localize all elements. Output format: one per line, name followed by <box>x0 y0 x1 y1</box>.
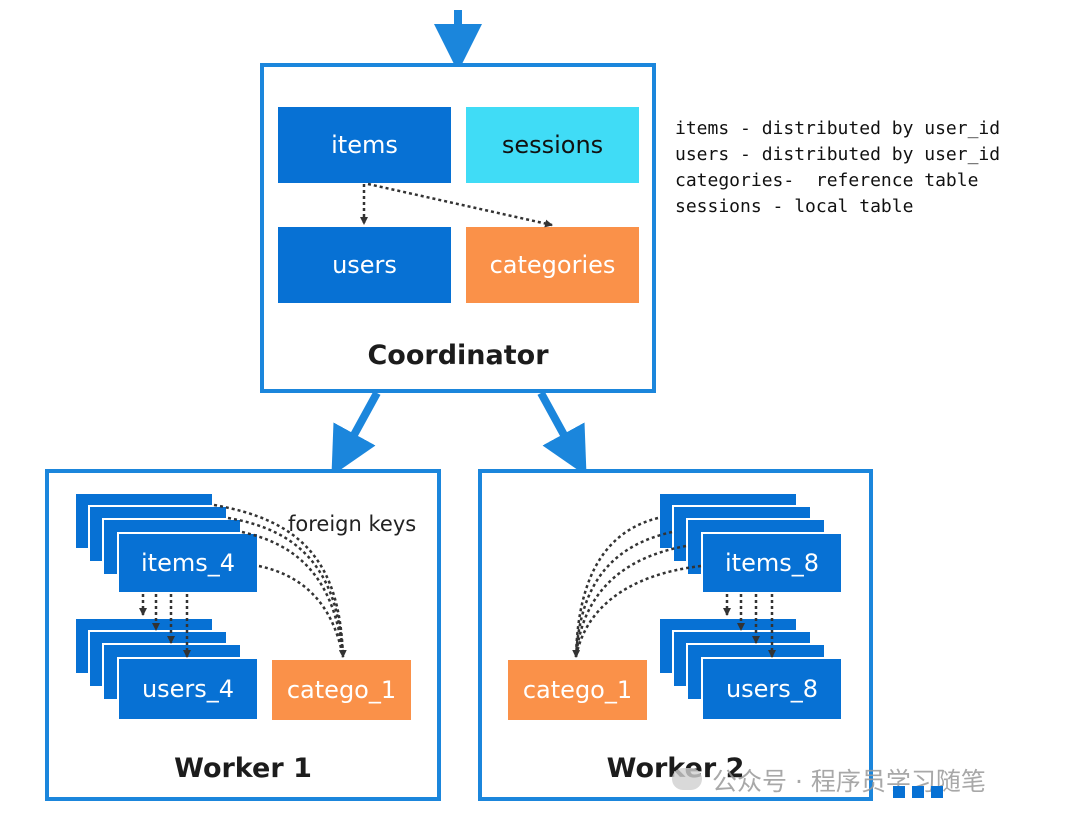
worker2-users-shard: users_8 <box>701 657 843 721</box>
w1-ref-fk <box>258 564 345 658</box>
coordinator-users-table: users <box>278 227 451 303</box>
watermark-dot <box>912 786 924 798</box>
worker1-categories-reference: catego_1 <box>272 660 411 720</box>
watermark-text: 公众号 · 程序员学习随笔 <box>712 767 986 796</box>
coordinator-to-worker1-arrow <box>331 391 381 477</box>
w1-ref-fk <box>241 530 345 658</box>
note-line: sessions - local table <box>675 196 914 217</box>
items-to-categories-fk <box>367 182 553 228</box>
note-line: items - distributed by user_id <box>675 118 1001 139</box>
worker2-categories-reference: catego_1 <box>508 660 647 720</box>
w2-ref-fk <box>574 564 702 658</box>
watermark-dot <box>931 786 943 798</box>
watermark-dot <box>893 786 905 798</box>
note-line: categories- reference table <box>675 170 979 191</box>
watermark-logo-icon <box>672 768 702 790</box>
worker1-items-shard: items_4 <box>117 532 259 594</box>
coordinator-items-table: items <box>278 107 451 183</box>
w1-ref-fk <box>227 516 345 658</box>
worker2-items-shard: items_8 <box>701 532 843 594</box>
w2-ref-fk <box>574 544 687 658</box>
coordinator-title: Coordinator <box>367 340 549 371</box>
foreign-keys-label: foreign keys <box>288 512 417 536</box>
coordinator-sessions-table: sessions <box>466 107 639 183</box>
coordinator-to-worker2-arrow <box>537 391 587 477</box>
note-line: users - distributed by user_id <box>675 144 1001 165</box>
worker1-title: Worker 1 <box>174 753 312 784</box>
w2-ref-fk <box>572 516 659 658</box>
coordinator-categories-table: categories <box>466 227 639 303</box>
w1-ref-fk <box>213 503 347 658</box>
worker1-users-shard: users_4 <box>117 657 259 721</box>
w2-ref-fk <box>574 530 673 658</box>
